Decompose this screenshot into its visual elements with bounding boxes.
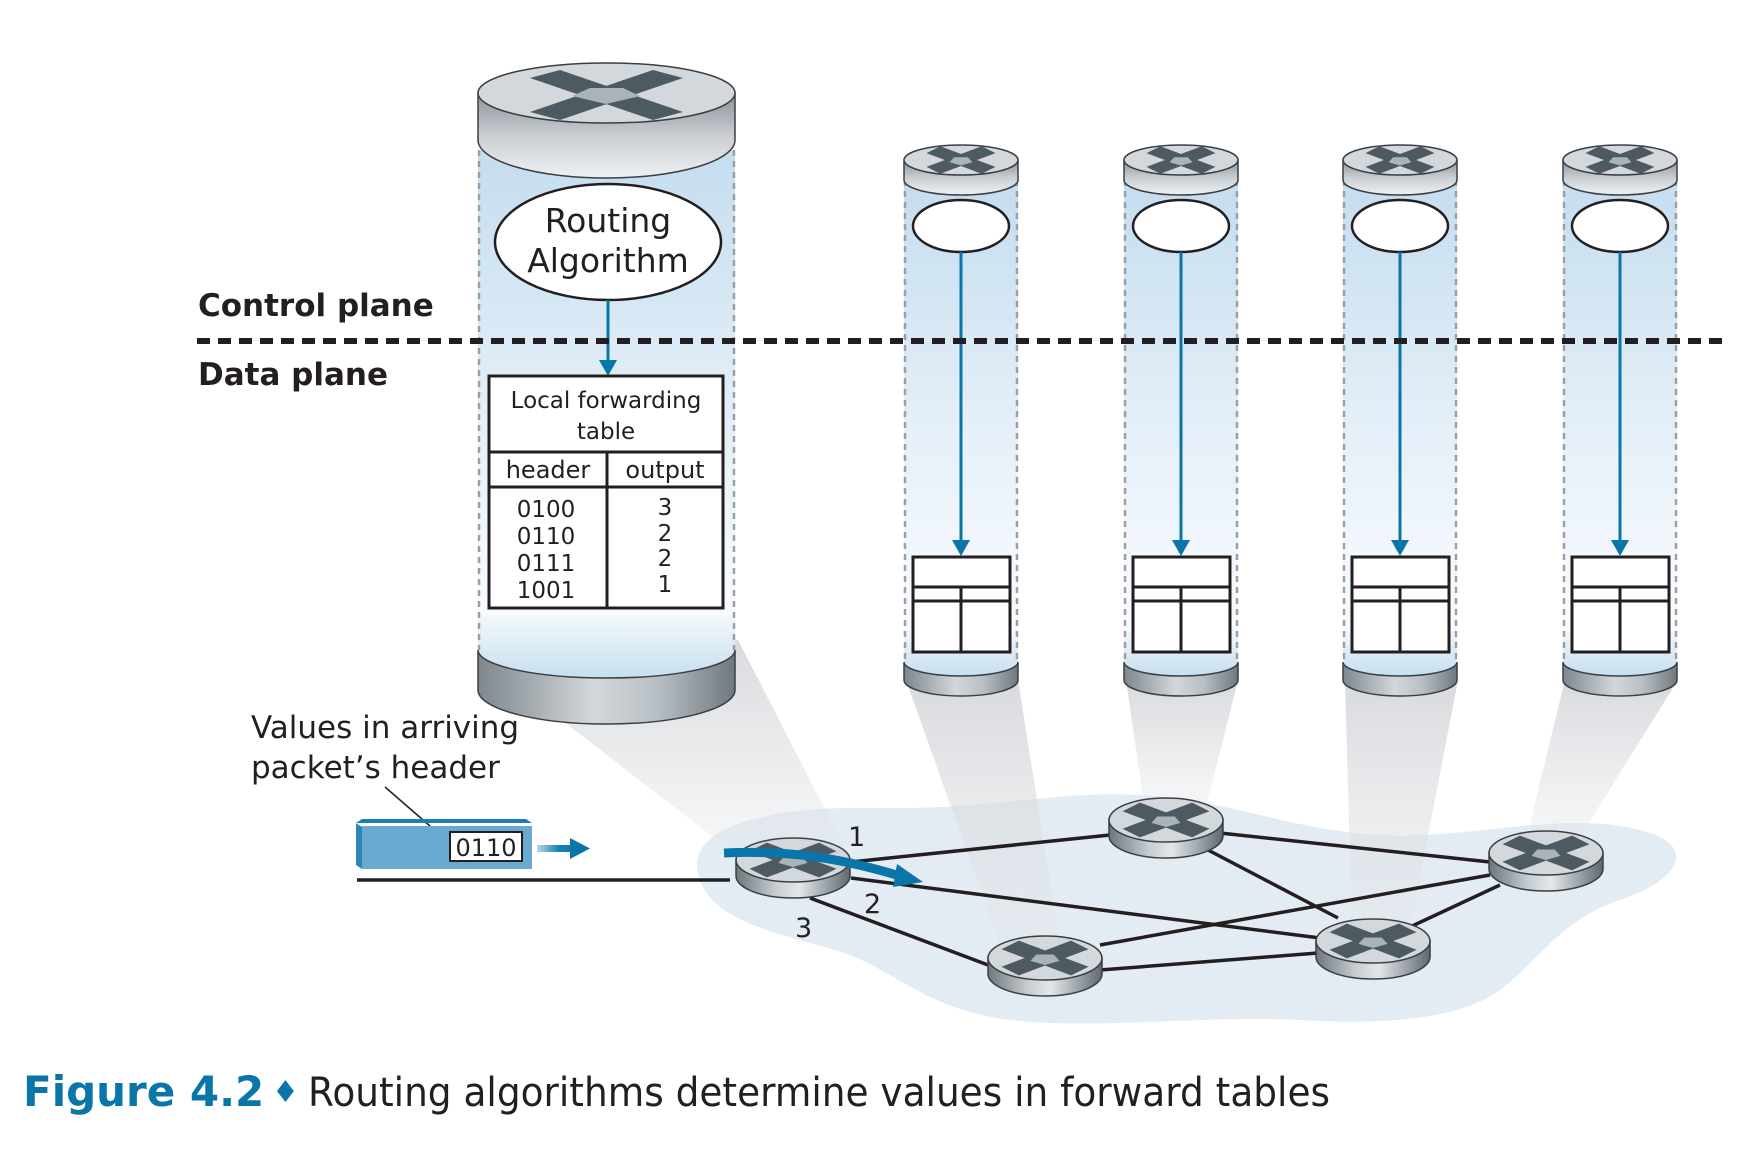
routing-algorithm-label-1: Routing [545, 201, 672, 240]
packet-direction-arrow [537, 838, 590, 859]
link-c-e [1219, 831, 1491, 864]
packet-header-value: 0110 [455, 834, 516, 862]
row-header-value: 1001 [517, 578, 576, 604]
router-cross-icon [1329, 923, 1417, 959]
arrowhead-icon [1172, 540, 1190, 556]
beam-3 [1345, 680, 1458, 930]
forwarding-table [911, 555, 1012, 654]
table-title-2: table [577, 419, 635, 445]
table-row: 1001 1 [517, 572, 673, 604]
router-cylinder [1123, 144, 1239, 697]
local-forwarding-table: Local forwarding table header output 010… [487, 374, 725, 610]
network-router [1108, 797, 1224, 859]
caption-text: Routing algorithms determine values in f… [308, 1070, 1330, 1116]
routing-algorithm-node [911, 198, 1011, 254]
other-router-cylinders [903, 144, 1678, 697]
link-b-e [1099, 873, 1491, 947]
arriving-packet: 0110 [356, 819, 532, 869]
beam-1 [906, 680, 1060, 945]
router-cross-icon [1365, 146, 1435, 174]
routing-algorithm-node: Routing Algorithm [493, 182, 723, 302]
arrowhead-icon [1391, 540, 1409, 556]
caption-separator: ♦ [272, 1075, 299, 1110]
port-2-label: 2 [864, 889, 881, 920]
routing-algorithm-label-2: Algorithm [527, 241, 689, 280]
port-1-label: 1 [848, 822, 865, 853]
beam-4 [1525, 680, 1678, 845]
network-router [1315, 918, 1431, 980]
routing-algorithm-node [1131, 198, 1231, 254]
network-router [987, 935, 1103, 997]
router-cross-icon [1502, 835, 1590, 871]
link-d-e [1409, 883, 1501, 929]
row-output-value: 2 [658, 546, 673, 572]
figure-number: Figure 4.2 [23, 1067, 264, 1116]
router-cylinder [1342, 144, 1458, 697]
forwarding-path-arrow [723, 847, 902, 881]
forwarding-table [1131, 555, 1232, 654]
arrowhead-icon [952, 540, 970, 556]
routing-algorithm-node [1350, 198, 1450, 254]
figure-caption: Figure 4.2 ♦ Routing algorithms determin… [23, 1067, 1330, 1116]
router-cylinder [903, 144, 1019, 697]
arrowhead-icon [1611, 540, 1629, 556]
annotation-line-2: packet’s header [251, 750, 500, 786]
row-header-value: 0100 [517, 497, 576, 523]
row-output-value: 3 [658, 495, 673, 521]
arrowhead-icon [599, 360, 617, 376]
beam-2 [1126, 680, 1238, 812]
column-header-output: output [625, 456, 704, 484]
router-cross-icon [1146, 146, 1216, 174]
table-row: 0110 2 [517, 521, 673, 550]
router-cross-icon [1122, 802, 1210, 838]
router-cross-icon [530, 70, 683, 120]
table-row: 0100 3 [517, 495, 673, 523]
router-cross-icon [1585, 146, 1655, 174]
row-output-value: 2 [658, 521, 673, 547]
row-header-value: 0110 [517, 524, 576, 550]
network-router [1488, 830, 1604, 892]
link-a-b [809, 896, 989, 967]
port-3-label: 3 [795, 913, 812, 944]
column-header-header: header [506, 456, 591, 484]
row-output-value: 1 [658, 572, 673, 598]
router-cross-icon [926, 146, 996, 174]
annotation-line-1: Values in arriving [251, 710, 519, 746]
link-a-d [850, 876, 1321, 940]
network-router [735, 837, 851, 899]
forwarding-table [1570, 555, 1671, 654]
link-b-d [1099, 951, 1319, 972]
table-title-1: Local forwarding [511, 388, 702, 414]
forwarding-table [1350, 555, 1451, 654]
row-header-value: 0111 [517, 551, 576, 577]
data-plane-label: Data plane [198, 357, 388, 393]
router-cylinder [1562, 144, 1678, 697]
routing-algorithm-node [1570, 198, 1670, 254]
table-row: 0111 2 [517, 546, 673, 577]
forwarding-arrowhead-icon [893, 864, 923, 887]
router-cross-icon [1001, 940, 1089, 976]
network-links [357, 831, 1501, 972]
link-a-c [850, 833, 1111, 864]
control-plane-label: Control plane [198, 288, 434, 324]
